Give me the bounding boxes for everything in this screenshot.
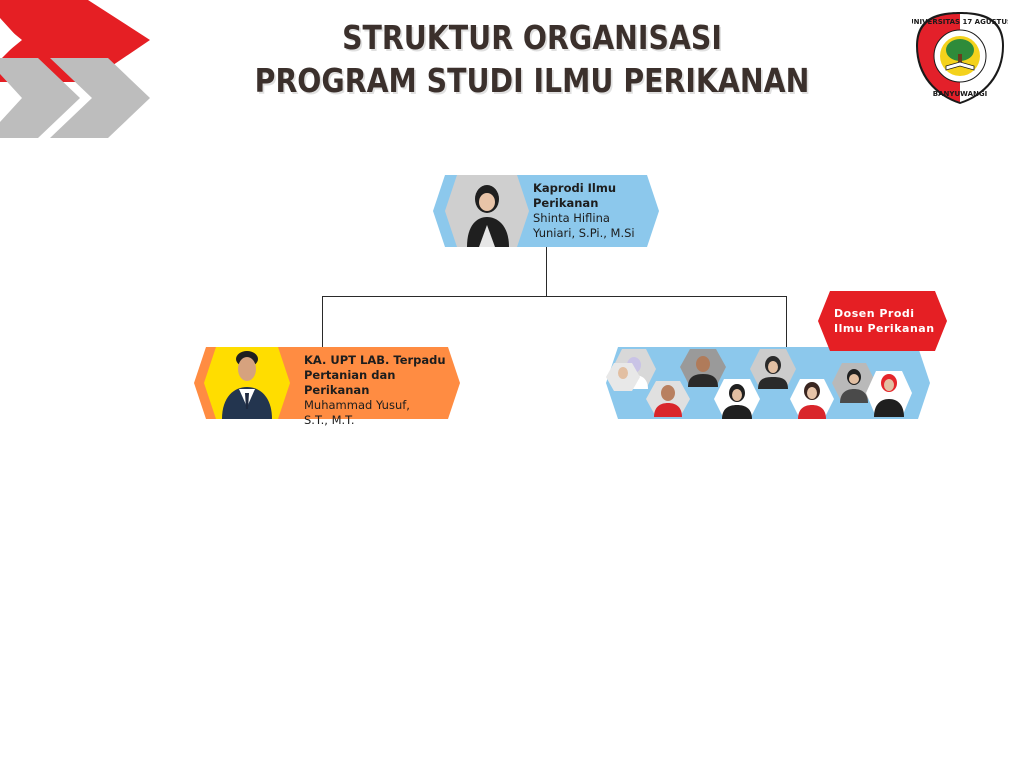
lecturer-photo-4 [646, 381, 690, 417]
kaprodi-name-line-2: Yuniari, S.Pi., M.Si [533, 226, 635, 240]
lecturer-photo-2 [680, 349, 726, 387]
connector-horizontal [322, 296, 787, 297]
lecturer-photo-5 [714, 379, 760, 419]
decorative-chevrons [0, 0, 150, 138]
org-node-lecturers[interactable] [604, 347, 932, 419]
lecturers-label-line-2: Ilmu Perikanan [834, 322, 935, 335]
lecturers-label-line-1: Dosen Prodi [834, 307, 915, 320]
lecturer-photo-9 [606, 363, 640, 391]
gray-chevron-2 [50, 58, 150, 138]
lecturer-photo-6 [790, 379, 834, 419]
lecturer-photo-7 [832, 363, 876, 403]
svg-text:BANYUWANGI: BANYUWANGI [933, 90, 987, 98]
connector-left-down [322, 296, 323, 348]
node-background [194, 347, 460, 419]
lecturers-label-badge[interactable]: Dosen Prodi Ilmu Perikanan [818, 291, 947, 351]
lab-name-line-1: Muhammad Yusuf, [304, 398, 410, 412]
org-node-lab-head[interactable]: KA. UPT LAB. Terpadu Pertanian dan Perik… [194, 347, 462, 427]
connector-head-down [546, 247, 547, 296]
kaprodi-role-line-1: Kaprodi Ilmu [533, 181, 617, 195]
gray-chevron-1 [0, 58, 80, 138]
white-chevron-cut [0, 22, 22, 58]
kaprodi-name-line-1: Shinta Hiflina [533, 211, 610, 225]
kaprodi-role-line-2: Perikanan [533, 196, 599, 210]
lab-role-line-1: KA. UPT LAB. Terpadu [304, 353, 446, 367]
svg-text:UNIVERSITAS 17 AGUSTUS: UNIVERSITAS 17 AGUSTUS [912, 18, 1008, 26]
portrait-kaprodi [467, 185, 509, 247]
connector-right-down [786, 296, 787, 348]
page-title-line-1: STRUKTUR ORGANISASI [342, 18, 722, 57]
lecturer-photo-3 [750, 349, 796, 389]
portrait-lab-head [222, 351, 272, 419]
university-seal-icon: UNIVERSITAS 17 AGUSTUS BANYUWANGI [912, 12, 1008, 104]
badge-background [818, 291, 947, 351]
lab-name-line-2: S.T., M.T. [304, 413, 355, 427]
node-background [433, 175, 659, 247]
page-title-line-2: PROGRAM STUDI ILMU PERIKANAN [254, 61, 810, 100]
org-node-kaprodi[interactable]: Kaprodi Ilmu Perikanan Shinta Hiflina Yu… [433, 175, 661, 247]
lecturer-photo-8 [866, 371, 912, 417]
node-background [606, 347, 930, 419]
lab-role-line-2: Pertanian dan Perikanan [304, 368, 396, 397]
